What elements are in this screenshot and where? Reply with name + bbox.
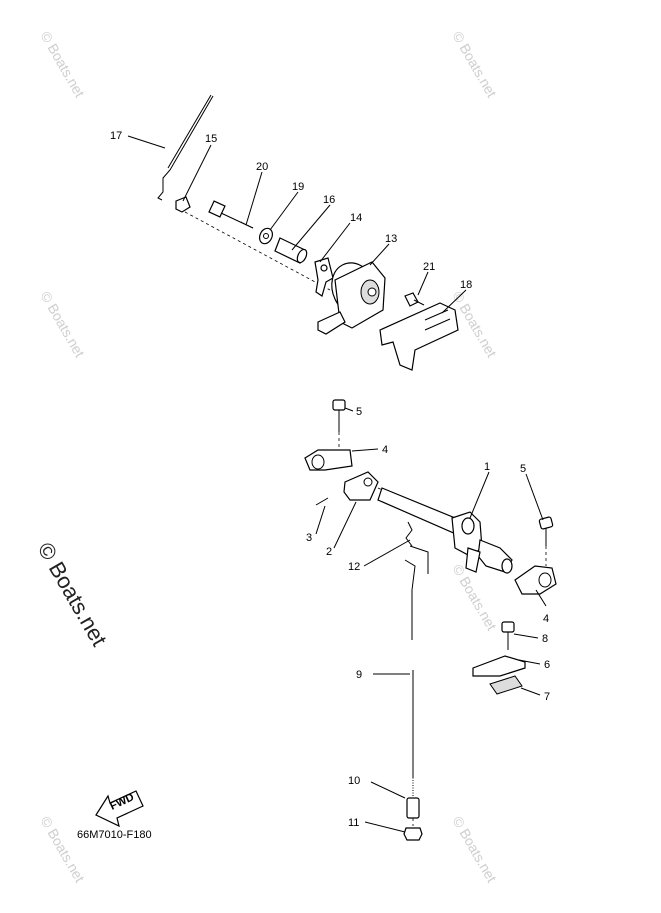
part-21-screw	[404, 292, 425, 307]
lower-assembly	[304, 399, 557, 841]
part-13-throttle-cam	[317, 261, 386, 335]
callout-13: 13	[385, 233, 397, 245]
part-14-bracket	[314, 257, 334, 297]
callout-20: 20	[256, 161, 268, 173]
part-17-link-rod	[157, 95, 214, 201]
callout-21: 21	[423, 261, 435, 273]
callout-1: 1	[484, 461, 490, 473]
part-3-pin	[315, 497, 329, 506]
part-5-bolt-right	[538, 516, 554, 546]
part-5-bolt-upper	[332, 399, 346, 432]
callout-3: 3	[306, 532, 312, 544]
watermark-bottom-left: © Boats.net	[37, 814, 88, 886]
callout-labels: 17 15 20 19 16 14 13 21 18 5 4 3 2 1 12 …	[110, 130, 550, 829]
watermark-top-left: © Boats.net	[37, 29, 88, 101]
watermark-lower-right: © Boats.net	[449, 562, 500, 634]
part-10-joint	[406, 797, 420, 819]
callout-2: 2	[326, 546, 332, 558]
part-9-long-rod	[404, 559, 416, 798]
part-15-clip	[175, 196, 191, 213]
diagram-code: 66M7010-F180	[77, 829, 152, 841]
callout-19: 19	[292, 181, 304, 193]
callout-18: 18	[460, 279, 472, 291]
watermark-large: © Boats.net	[33, 538, 112, 650]
callout-4-right: 4	[543, 613, 549, 625]
part-11-nut	[403, 827, 423, 841]
part-12-clip	[405, 521, 413, 547]
callout-11: 11	[348, 817, 359, 829]
callout-8: 8	[542, 633, 548, 645]
callout-4-upper: 4	[382, 444, 388, 456]
fwd-direction-arrow: FWD	[95, 790, 144, 828]
callout-7: 7	[544, 691, 550, 703]
callout-14: 14	[350, 212, 362, 224]
part-20-bolt	[208, 200, 254, 229]
watermark-bottom-right: © Boats.net	[449, 814, 500, 886]
callout-16: 16	[323, 194, 335, 206]
upper-axis-line	[184, 211, 331, 291]
part-18-plate	[379, 302, 459, 371]
part-2-lever	[343, 471, 379, 501]
watermark-mid-left: © Boats.net	[37, 289, 88, 361]
callout-6: 6	[544, 659, 550, 671]
callout-17: 17	[110, 130, 122, 142]
leader-lines	[127, 135, 547, 833]
callout-9: 9	[356, 669, 362, 681]
part-16-collar	[274, 237, 308, 264]
callout-5-right: 5	[520, 463, 526, 475]
callout-5-upper: 5	[356, 406, 362, 418]
part-7-plate	[489, 675, 523, 695]
callout-12: 12	[348, 561, 360, 573]
part-6-bracket	[472, 655, 526, 677]
watermark-top-right: © Boats.net	[449, 29, 500, 101]
part-1-throttle-shaft	[377, 487, 513, 574]
upper-assembly	[157, 94, 459, 371]
part-8-bolt	[501, 621, 515, 650]
callout-15: 15	[205, 133, 217, 145]
callout-10: 10	[348, 775, 360, 787]
watermark-group: © Boats.net © Boats.net © Boats.net © Bo…	[33, 29, 500, 886]
